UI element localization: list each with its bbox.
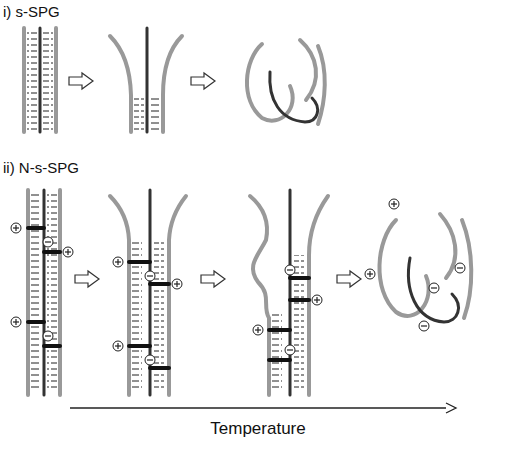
axis-label: Temperature: [210, 420, 305, 439]
panel-label: i) s-SPG: [3, 4, 60, 21]
panel-label: ii) N-s-SPG: [3, 160, 79, 177]
